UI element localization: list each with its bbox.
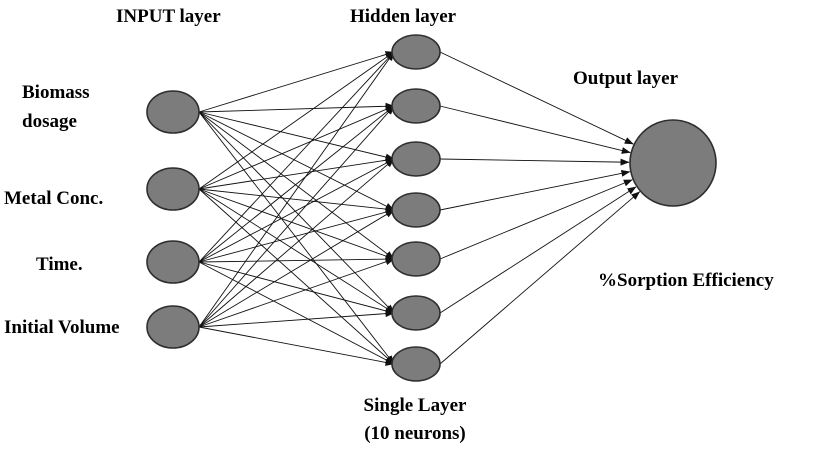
connection-input-3-hidden-7 [198,261,395,365]
input-label-initial-volume: Initial Volume [4,317,120,338]
output-layer-heading: Output layer [573,68,679,89]
connection-input-3-hidden-1 [198,51,395,263]
connection-input-1-hidden-3 [198,111,395,161]
connection-input-2-hidden-5 [198,188,395,260]
connection-input-1-hidden-2 [198,102,395,113]
connection-input-4-hidden-4 [198,209,395,328]
connection-hidden-4-output [439,169,631,211]
input-neuron-2 [146,167,200,211]
input-neuron-4 [146,305,200,349]
input-label-time: Time. [36,254,83,275]
connection-input-1-hidden-4 [198,111,395,211]
connection-input-2-hidden-2 [198,105,395,190]
connection-input-3-hidden-3 [198,158,395,263]
connection-input-3-hidden-4 [198,208,395,263]
connection-input-1-hidden-6 [198,111,395,314]
input-neuron-3 [146,240,200,284]
hidden-neuron-1 [391,34,441,70]
connection-hidden-2-output [439,105,631,154]
connection-input-1-hidden-7 [198,111,395,365]
connection-hidden-7-output [439,191,641,365]
hidden-neuron-7 [391,346,441,382]
hidden-layer-heading: Hidden layer [350,6,457,27]
connection-input-4-hidden-7 [198,326,395,366]
input-label-metal-conc: Metal Conc. [4,188,104,209]
connection-input-3-hidden-2 [198,105,395,263]
connection-input-2-hidden-3 [198,156,395,190]
output-neuron [629,119,717,207]
connection-input-3-hidden-5 [198,255,395,263]
output-label: %Sorption Efficiency [598,270,774,291]
connection-hidden-1-output [439,51,634,145]
connection-hidden-5-output [439,179,633,260]
connection-input-4-hidden-3 [198,158,395,328]
input-neuron-1 [146,90,200,134]
hidden-caption-line2: (10 neurons) [364,423,466,444]
connection-input-2-hidden-4 [198,188,395,213]
hidden-neuron-4 [391,192,441,228]
connections [198,51,641,366]
hidden-neuron-3 [391,141,441,177]
hidden-neuron-6 [391,295,441,331]
connection-input-4-hidden-2 [198,105,395,328]
connection-input-1-hidden-5 [198,111,395,260]
connection-hidden-3-output [439,158,630,166]
input-layer-heading: INPUT layer [116,6,221,27]
hidden-caption-line1: Single Layer [363,395,467,416]
connection-input-1-hidden-1 [198,51,395,113]
connection-input-2-hidden-7 [198,188,395,365]
neurons [146,34,717,382]
connection-input-4-hidden-6 [198,310,395,328]
input-label-biomass-line1: Biomass [22,82,90,103]
hidden-neuron-2 [391,88,441,124]
connection-input-4-hidden-5 [198,258,395,328]
connection-input-2-hidden-1 [198,51,395,190]
connection-input-3-hidden-6 [198,261,395,315]
input-label-biomass-line2: dosage [22,111,77,132]
connection-input-4-hidden-1 [198,51,395,328]
connection-input-2-hidden-6 [198,188,395,314]
hidden-neuron-5 [391,241,441,277]
connection-hidden-6-output [439,186,637,314]
